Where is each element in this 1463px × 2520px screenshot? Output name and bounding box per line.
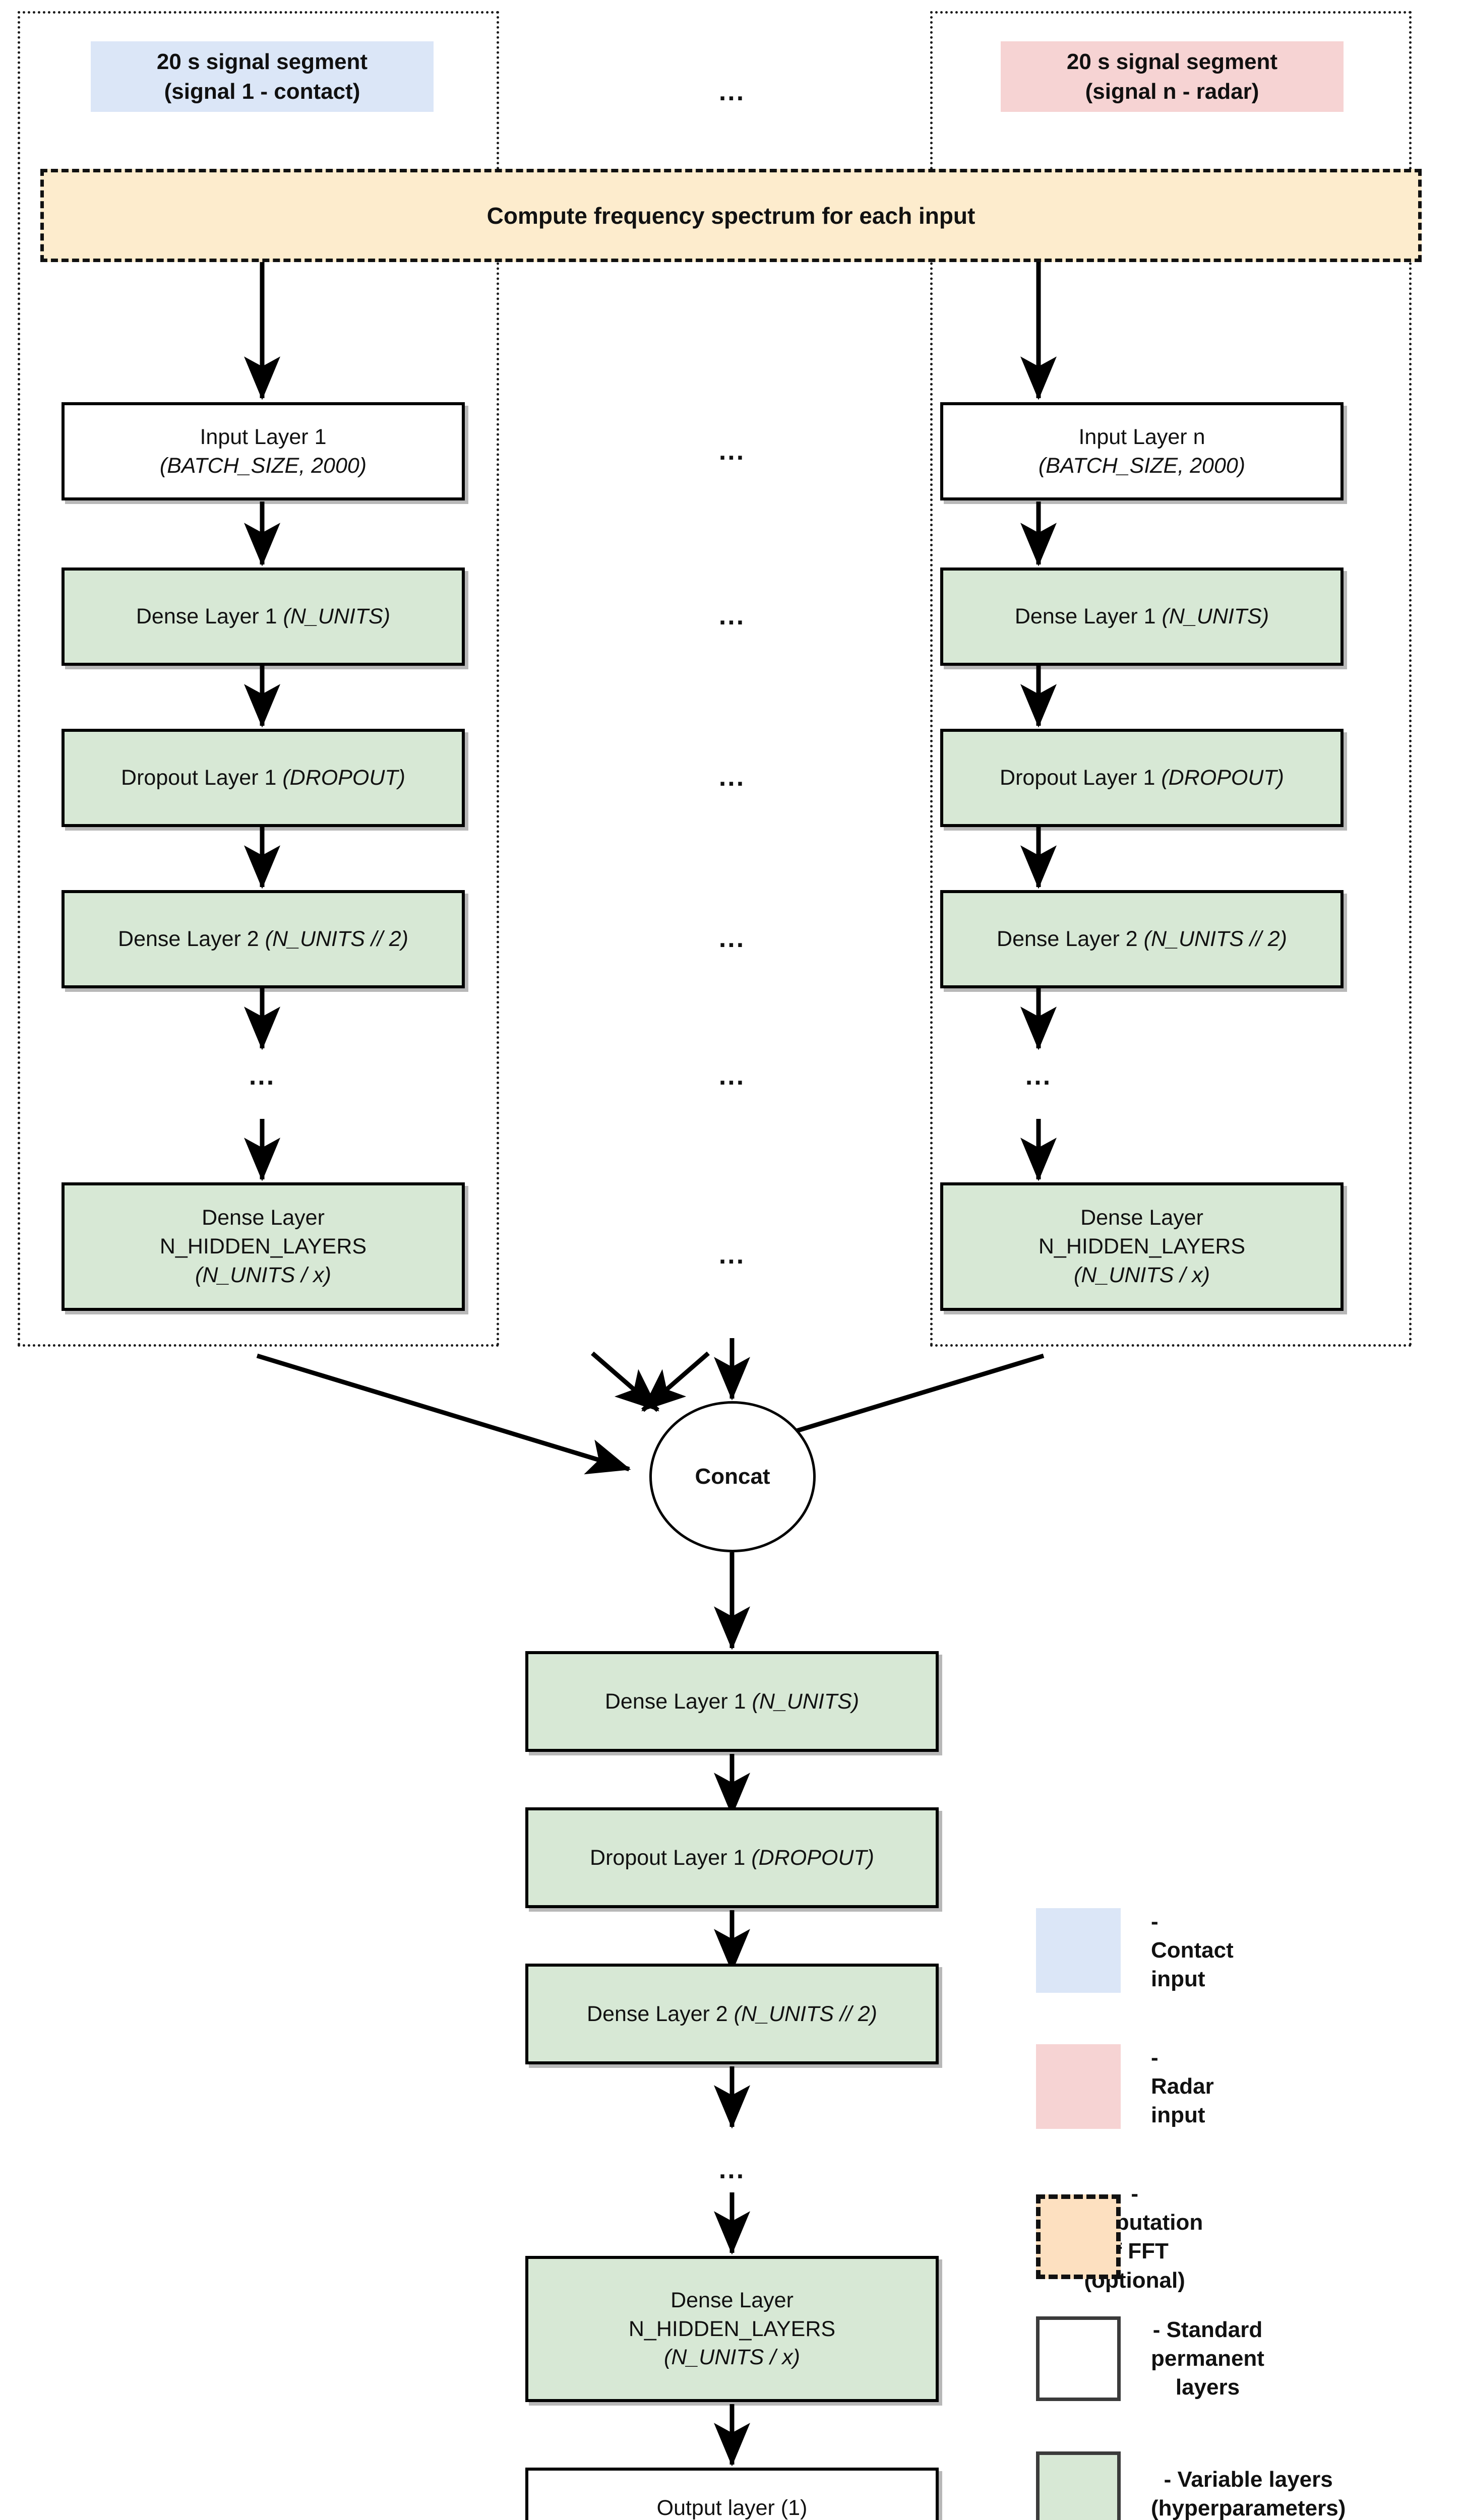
legend-label-permanent: - Standard permanent layers <box>1151 2317 1264 2400</box>
left-dense-layer-2-line1: Dense Layer 2 <box>118 927 265 952</box>
left-input-layer: Input Layer 1 (BATCH_SIZE, 2000) <box>62 402 465 500</box>
trunk-dense-2-line2: (N_UNITS // 2) <box>734 2001 877 2026</box>
right-dense-layer-n-hidden: Dense Layer N_HIDDEN_LAYERS (N_UNITS / x… <box>940 1182 1344 1311</box>
ellipsis-trunk: ... <box>718 2155 746 2184</box>
right-input-layer: Input Layer n (BATCH_SIZE, 2000) <box>940 402 1344 500</box>
right-dense-n-line1: Dense Layer <box>1080 1206 1203 1230</box>
contact-chip-line2: (signal 1 - contact) <box>164 79 360 104</box>
right-dense-n-line2: N_HIDDEN_LAYERS <box>1038 1234 1246 1259</box>
left-dropout-layer-1-line2: (DROPOUT) <box>282 766 405 790</box>
left-dropout-layer-1: Dropout Layer 1 (DROPOUT) <box>62 729 465 827</box>
left-dense-n-line2: N_HIDDEN_LAYERS <box>159 1234 367 1259</box>
legend-item-radar: - Radar input <box>1036 2043 1214 2130</box>
left-dense-layer-1-line2: (N_UNITS) <box>283 604 391 629</box>
legend-swatch-radar-icon <box>1036 2044 1121 2129</box>
left-dense-layer-2: Dense Layer 2 (N_UNITS // 2) <box>62 890 465 988</box>
trunk-dense-n-line2: N_HIDDEN_LAYERS <box>628 2316 836 2341</box>
left-dropout-layer-1-line1: Dropout Layer 1 <box>121 766 283 790</box>
trunk-dense-layer-1: Dense Layer 1 (N_UNITS) <box>525 1651 939 1752</box>
right-dense-layer-2-line1: Dense Layer 2 <box>997 927 1144 952</box>
left-dense-n-line1: Dense Layer <box>202 1206 325 1230</box>
legend-swatch-fft-icon <box>1036 2194 1121 2280</box>
right-dense-layer-2-line2: (N_UNITS // 2) <box>1143 927 1287 952</box>
trunk-dropout-1-line2: (DROPOUT) <box>751 1845 874 1870</box>
ellipsis-right-branch: ... <box>1025 1061 1052 1091</box>
ellipsis-mid-densen: ... <box>718 1240 746 1270</box>
trunk-dense-2-line1: Dense Layer 2 <box>587 2001 734 2026</box>
concat-node: Concat <box>649 1401 816 1552</box>
branch-container-right <box>930 11 1412 1347</box>
input-chip-radar: 20 s signal segment (signal n - radar) <box>1001 41 1344 112</box>
right-dropout-layer-1-line2: (DROPOUT) <box>1161 766 1284 790</box>
legend-item-fft: - Computation of FFT (optional) <box>1036 2179 1203 2295</box>
fft-block-label: Compute frequency spectrum for each inpu… <box>486 202 976 229</box>
output-layer: Output layer (1) <box>525 2468 939 2520</box>
input-chip-contact: 20 s signal segment (signal 1 - contact) <box>91 41 434 112</box>
ellipsis-mid-dense2: ... <box>718 924 746 953</box>
legend-swatch-permanent-icon <box>1036 2316 1121 2401</box>
concat-label: Concat <box>695 1464 770 1489</box>
ellipsis-left-branch: ... <box>249 1061 276 1091</box>
trunk-dense-1-line2: (N_UNITS) <box>752 1689 860 1714</box>
ellipsis-top: ... <box>718 77 746 106</box>
left-input-layer-line2: (BATCH_SIZE, 2000) <box>159 453 367 478</box>
legend-item-contact: - Contact input <box>1036 1907 1234 1994</box>
radar-chip-line1: 20 s signal segment <box>1066 49 1278 74</box>
contact-chip-line1: 20 s signal segment <box>156 49 368 74</box>
fft-block: Compute frequency spectrum for each inpu… <box>40 169 1422 262</box>
right-dense-layer-1-line2: (N_UNITS) <box>1162 604 1269 629</box>
right-dense-layer-2: Dense Layer 2 (N_UNITS // 2) <box>940 890 1344 988</box>
trunk-dense-n-line3: (N_UNITS / x) <box>664 2345 800 2370</box>
left-dense-layer-2-line2: (N_UNITS // 2) <box>265 927 408 952</box>
ellipsis-mid-dropout1: ... <box>718 763 746 792</box>
legend-item-variable-layers: - Variable layers (hyperparameters) <box>1036 2451 1346 2520</box>
ellipsis-mid-gap: ... <box>718 1061 746 1091</box>
left-dense-layer-1: Dense Layer 1 (N_UNITS) <box>62 568 465 666</box>
legend-label-radar: - Radar input <box>1151 2045 1214 2128</box>
legend-item-permanent-layers: - Standard permanent layers <box>1036 2315 1264 2402</box>
right-dropout-layer-1: Dropout Layer 1 (DROPOUT) <box>940 729 1344 827</box>
right-dense-layer-1: Dense Layer 1 (N_UNITS) <box>940 568 1344 666</box>
ellipsis-mid-input: ... <box>718 436 746 466</box>
trunk-dense-layer-2: Dense Layer 2 (N_UNITS // 2) <box>525 1964 939 2064</box>
radar-chip-line2: (signal n - radar) <box>1085 79 1259 104</box>
trunk-dense-n-line1: Dense Layer <box>670 2288 794 2312</box>
trunk-dense-layer-n-hidden: Dense Layer N_HIDDEN_LAYERS (N_UNITS / x… <box>525 2256 939 2402</box>
right-dense-layer-1-line1: Dense Layer 1 <box>1014 604 1162 629</box>
left-input-layer-line1: Input Layer 1 <box>200 424 327 449</box>
trunk-dropout-1-line1: Dropout Layer 1 <box>590 1845 752 1870</box>
output-layer-label: Output layer (1) <box>656 2495 808 2520</box>
left-dense-layer-1-line1: Dense Layer 1 <box>136 604 283 629</box>
trunk-dense-1-line1: Dense Layer 1 <box>604 1689 752 1714</box>
legend-swatch-contact-icon <box>1036 1908 1121 1993</box>
right-dropout-layer-1-line1: Dropout Layer 1 <box>1000 766 1162 790</box>
right-dense-n-line3: (N_UNITS / x) <box>1074 1263 1210 1287</box>
branch-container-left <box>18 11 499 1347</box>
left-dense-n-line3: (N_UNITS / x) <box>195 1263 331 1287</box>
left-dense-layer-n-hidden: Dense Layer N_HIDDEN_LAYERS (N_UNITS / x… <box>62 1182 465 1311</box>
right-input-layer-line2: (BATCH_SIZE, 2000) <box>1038 453 1246 478</box>
legend-swatch-variable-icon <box>1036 2451 1121 2520</box>
legend-label-contact: - Contact input <box>1151 1909 1234 1992</box>
right-input-layer-line1: Input Layer n <box>1078 424 1205 449</box>
ellipsis-mid-dense1: ... <box>718 601 746 631</box>
trunk-dropout-layer-1: Dropout Layer 1 (DROPOUT) <box>525 1807 939 1908</box>
legend-label-variable: - Variable layers (hyperparameters) <box>1151 2467 1346 2520</box>
